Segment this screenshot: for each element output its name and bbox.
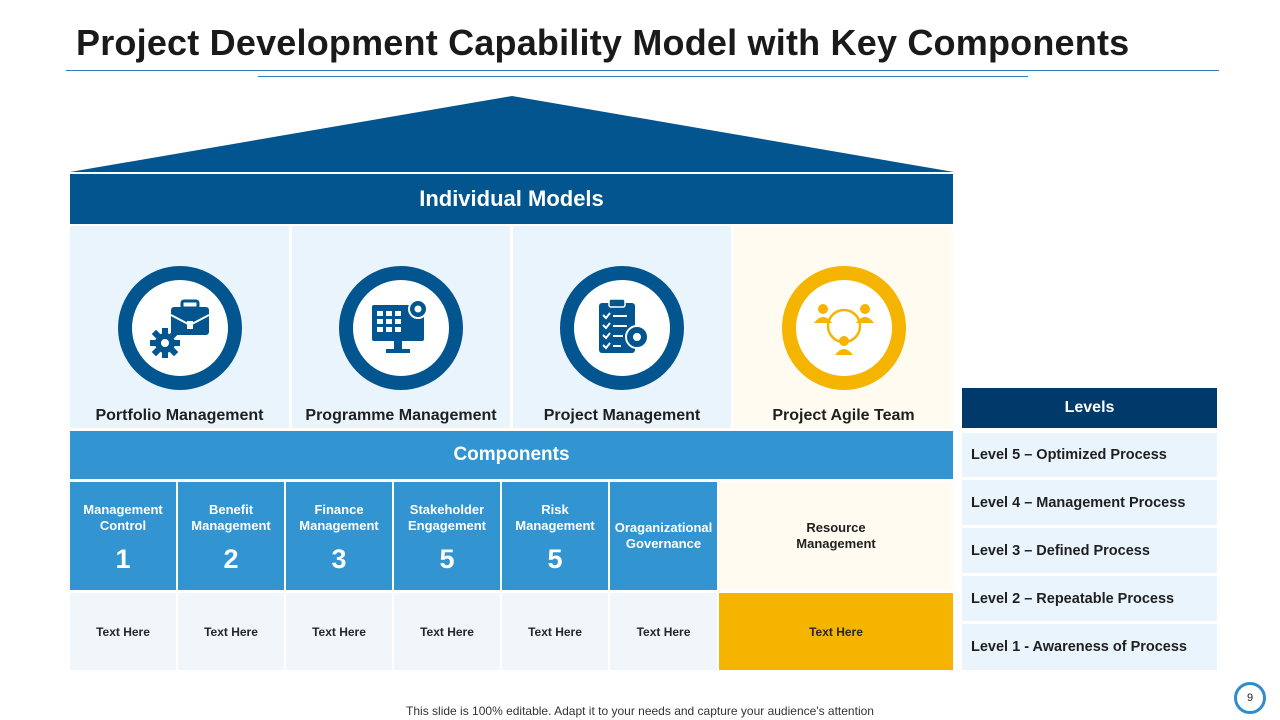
levels-heading: Levels [1064,399,1115,416]
clipboard-checklist-gear-icon [599,298,649,353]
model-icon-ring [560,266,684,390]
monitor-calendar-gear-icon [372,299,428,353]
component-text: Text Here [394,593,500,670]
title-underline-secondary [258,76,1028,77]
individual-models-heading: Individual Models [419,186,604,211]
component-name-line2: Management [191,518,271,533]
levels-header: Levels [962,388,1217,428]
component-name-line1: Resource [806,520,866,535]
component-name-line1: Oraganizational [614,520,713,535]
component-name-line1: Management [83,502,163,517]
model-label: Portfolio Management [95,407,264,424]
model-icon-ring [339,266,463,390]
model-cell-project: Project Management [513,226,731,428]
component-name-line2: Control [99,518,147,533]
component-number: 2 [223,544,239,574]
component-name-line2: Management [796,536,876,551]
briefcase-gear-icon [149,299,209,358]
house-roof [70,96,954,172]
level-2-row: Level 2 – Repeatable Process [962,576,1217,621]
component-text-highlight: Text Here [719,593,953,670]
model-icon-ring [781,266,906,390]
component-text: Text Here [286,593,392,670]
level-4-row: Level 4 – Management Process [962,480,1217,525]
component-number: 5 [439,544,455,574]
model-label: Project Management [543,407,701,424]
component-text: Text Here [502,593,608,670]
footer-note: This slide is 100% editable. Adapt it to… [406,704,874,718]
component-number: 3 [331,544,347,574]
title-underline [66,70,1219,71]
model-label: Project Agile Team [772,407,915,424]
page-number-badge: 9 [1234,682,1266,714]
component-name-line2: Engagement [407,518,486,533]
component-name-line1: Benefit [208,502,254,517]
team-cycle-icon [813,304,874,355]
components-heading: Components [453,444,570,465]
level-5-row: Level 5 – Optimized Process [962,433,1217,477]
component-number: 1 [115,544,131,574]
components-header: Components [70,431,953,479]
component-text: Text Here [178,593,284,670]
component-name-line2: Management [515,518,595,533]
individual-models-header: Individual Models [70,174,953,224]
model-icon-ring [117,266,242,390]
model-cell-portfolio: Portfolio Management [70,226,289,428]
component-text: Text Here [610,593,717,670]
component-text: Text Here [70,593,176,670]
component-name-line1: Risk [541,502,569,517]
component-number: 5 [547,544,563,574]
level-1-row: Level 1 - Awareness of Process [962,624,1217,670]
level-3-row: Level 3 – Defined Process [962,528,1217,573]
model-cell-programme: Programme Management [292,226,510,428]
page-title: Project Development Capability Model wit… [76,22,1130,63]
model-cell-agile-team: Project Agile Team [734,226,953,428]
model-label: Programme Management [305,407,497,424]
component-name-line1: Stakeholder [409,502,485,517]
page-number: 9 [1246,692,1254,704]
component-name-line2: Management [299,518,379,533]
component-name-line1: Finance [314,502,364,517]
component-name-line2: Governance [625,536,702,551]
